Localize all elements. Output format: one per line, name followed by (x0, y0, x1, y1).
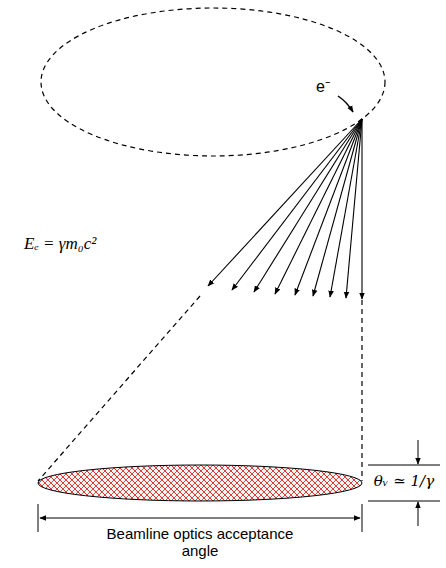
radiation-ray (361, 119, 362, 299)
beam-footprint (38, 465, 362, 501)
radiation-ray (346, 119, 362, 298)
fan-edge-dashed (38, 296, 200, 481)
electron-direction-arrow (338, 96, 353, 112)
radiation-ray (330, 119, 362, 297)
radiation-ray (295, 119, 362, 295)
divergence-formula: θᵥ ≃ 1/γ (366, 473, 442, 490)
radiation-ray (232, 119, 362, 290)
extension-line (368, 465, 440, 466)
electron-label: e⁻ (316, 78, 330, 96)
acceptance-label: Beamline optics acceptance angle (95, 525, 305, 560)
radiation-ray (313, 119, 362, 296)
energy-formula: Eₑ = γm₀c² (24, 234, 96, 254)
radiation-ray (254, 119, 362, 292)
electron-orbit (41, 8, 385, 156)
radiation-fan (208, 119, 362, 299)
dimension-arrow (418, 440, 419, 464)
extension-line (368, 501, 440, 502)
bracket-tick (362, 504, 363, 532)
dimension-arrow (418, 502, 419, 526)
fan-edge-dashed (361, 300, 362, 481)
acceptance-dimension (40, 518, 360, 519)
bracket-tick (38, 504, 39, 532)
